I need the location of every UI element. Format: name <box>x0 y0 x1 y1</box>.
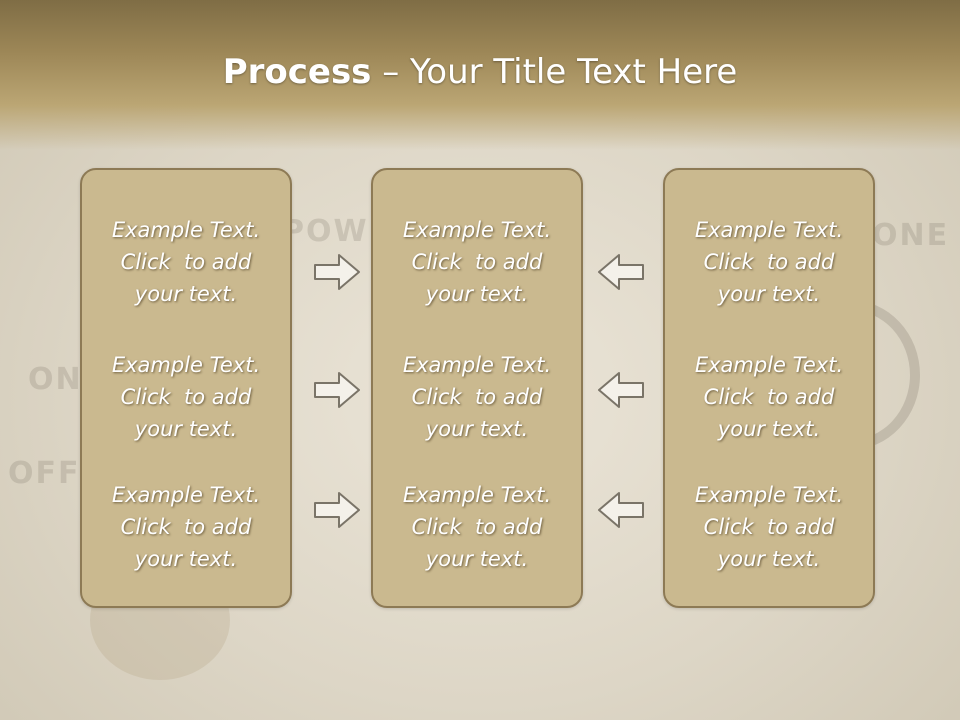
text-line: your text. <box>717 547 821 571</box>
process-panel-center[interactable]: Example Text. Click to add your text. Ex… <box>371 168 583 608</box>
text-block[interactable]: Example Text. Click to add your text. <box>82 479 290 575</box>
text-line: your text. <box>717 282 821 306</box>
background-word-on: ON <box>28 362 83 397</box>
text-line: your text. <box>134 547 238 571</box>
background-word-one: ONE <box>872 218 950 253</box>
process-panel-left[interactable]: Example Text. Click to add your text. Ex… <box>80 168 292 608</box>
title-band <box>0 0 960 150</box>
text-line: your text. <box>425 282 529 306</box>
text-line: Click to add <box>411 515 543 539</box>
text-line: Click to add <box>120 250 252 274</box>
text-line: Example Text. <box>402 353 552 377</box>
text-line: Example Text. <box>111 353 261 377</box>
text-line: Example Text. <box>111 218 261 242</box>
process-panel-right[interactable]: Example Text. Click to add your text. Ex… <box>663 168 875 608</box>
text-line: your text. <box>425 417 529 441</box>
text-line: Example Text. <box>694 483 844 507</box>
text-line: Click to add <box>703 385 835 409</box>
slide-title-rest: – Your Title Text Here <box>371 52 738 92</box>
text-block[interactable]: Example Text. Click to add your text. <box>373 214 581 310</box>
slide-title-bold: Process <box>222 52 372 92</box>
text-line: Click to add <box>411 250 543 274</box>
text-line: Click to add <box>703 515 835 539</box>
right-arrow-icon[interactable] <box>313 370 361 410</box>
text-block[interactable]: Example Text. Click to add your text. <box>665 479 873 575</box>
text-line: Click to add <box>120 385 252 409</box>
slide-title[interactable]: Process – Your Title Text Here <box>0 52 960 92</box>
text-line: Click to add <box>120 515 252 539</box>
right-arrow-icon[interactable] <box>313 490 361 530</box>
text-line: Example Text. <box>694 353 844 377</box>
left-arrow-icon[interactable] <box>597 252 645 292</box>
text-block[interactable]: Example Text. Click to add your text. <box>665 214 873 310</box>
text-block[interactable]: Example Text. Click to add your text. <box>373 349 581 445</box>
text-block[interactable]: Example Text. Click to add your text. <box>82 214 290 310</box>
text-line: Example Text. <box>694 218 844 242</box>
background-word-off: OFF <box>8 456 81 491</box>
text-block[interactable]: Example Text. Click to add your text. <box>82 349 290 445</box>
text-line: Click to add <box>411 385 543 409</box>
text-line: your text. <box>717 417 821 441</box>
text-line: Click to add <box>703 250 835 274</box>
text-block[interactable]: Example Text. Click to add your text. <box>373 479 581 575</box>
text-line: Example Text. <box>402 218 552 242</box>
text-line: your text. <box>134 417 238 441</box>
text-line: your text. <box>425 547 529 571</box>
left-arrow-icon[interactable] <box>597 490 645 530</box>
text-line: your text. <box>134 282 238 306</box>
right-arrow-icon[interactable] <box>313 252 361 292</box>
text-line: Example Text. <box>402 483 552 507</box>
text-block[interactable]: Example Text. Click to add your text. <box>665 349 873 445</box>
text-line: Example Text. <box>111 483 261 507</box>
left-arrow-icon[interactable] <box>597 370 645 410</box>
